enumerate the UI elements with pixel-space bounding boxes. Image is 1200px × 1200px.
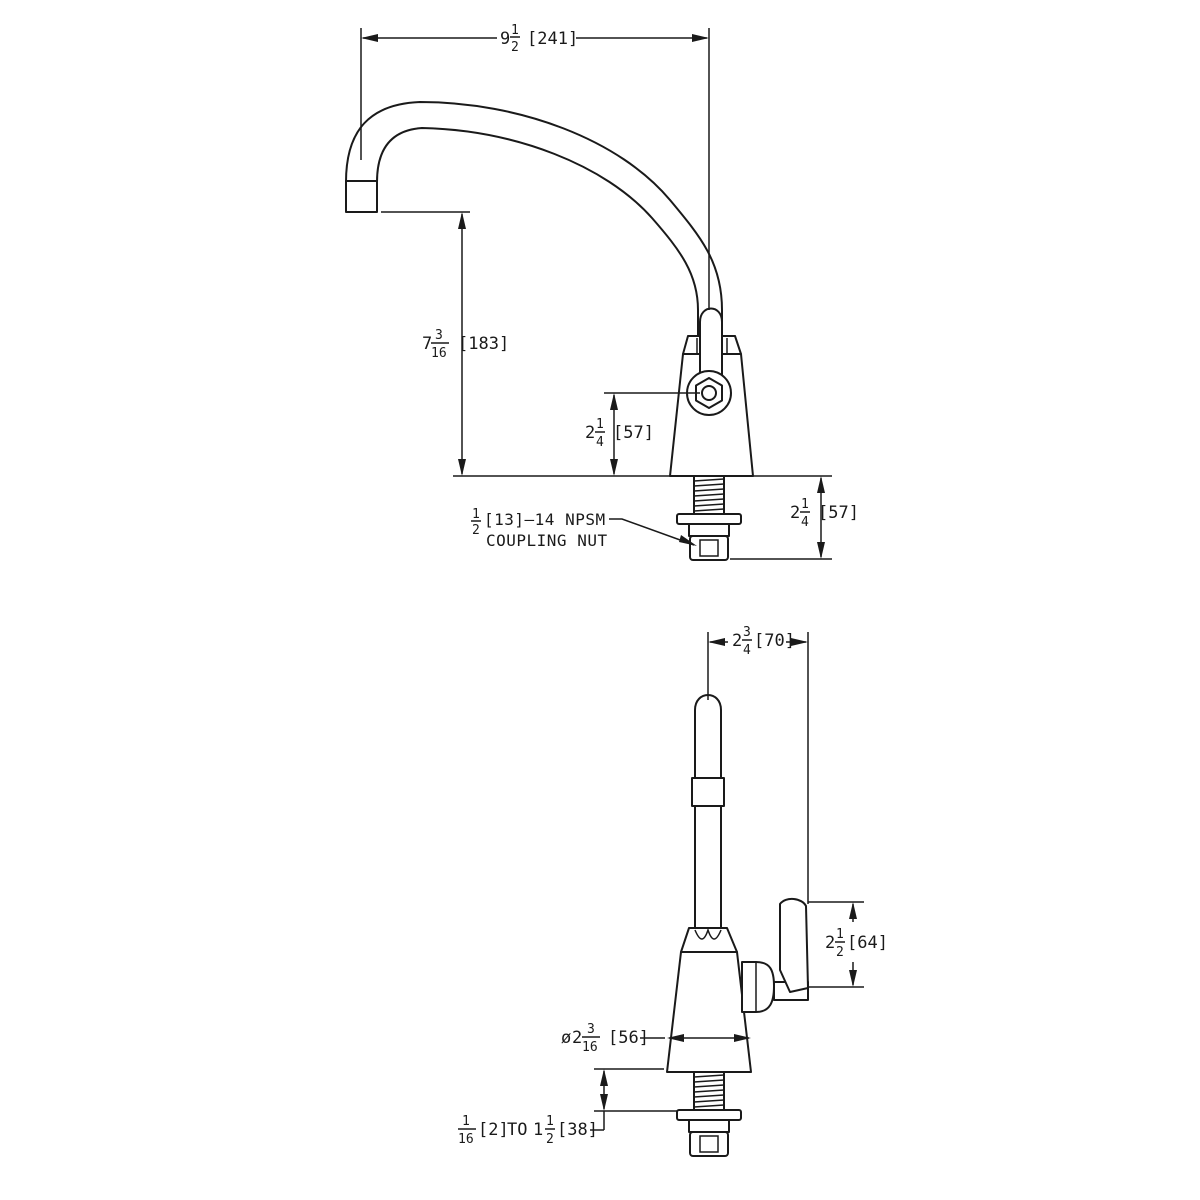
dim-base-diameter-symbol: ø: [561, 1028, 571, 1048]
dim-deck-range: 1 16 [2] TO 1 1 2 [38]: [458, 1068, 677, 1147]
aerator: [345, 180, 378, 213]
spout-tube: [345, 101, 723, 337]
riser-tube: [694, 694, 722, 929]
dim-spout-height-whole: 7: [422, 334, 432, 354]
side-lock-nut: [676, 1109, 742, 1121]
dim-handle-height-den: 4: [596, 435, 604, 450]
dim-spout-reach-metric: [241]: [527, 29, 578, 49]
dim-lever-length-num: 1: [836, 927, 844, 942]
dim-lever-length-metric: [64]: [847, 933, 888, 953]
dim-handle-offset: 2 3 4 [70]: [707, 625, 809, 904]
dim-shank-length-num: 1: [801, 497, 809, 512]
dim-handle-offset-whole: 2: [732, 631, 742, 651]
side-body: [666, 951, 752, 1073]
dim-spout-height-den: 16: [431, 346, 447, 361]
dim-spout-reach-num: 1: [511, 23, 519, 38]
dim-spout-height: 7 3 16 [183]: [381, 211, 832, 477]
front-view: 9 1 2 [241] 7 3 16 [183] 2 1: [345, 23, 859, 561]
dim-spout-reach-den: 2: [511, 40, 519, 55]
dim-base-diameter-den: 16: [582, 1040, 598, 1055]
dim-spout-reach-whole: 9: [500, 29, 510, 49]
dim-spout-reach: 9 1 2 [241]: [360, 23, 710, 310]
lever-handle-front: [699, 307, 723, 385]
dim-base-diameter-metric: [56]: [608, 1028, 649, 1048]
dim-base-diameter-num: 3: [587, 1022, 595, 1037]
dim-shank-length: 2 1 4 [57]: [730, 476, 859, 560]
tube-coupling: [691, 777, 725, 807]
dim-handle-offset-num: 3: [743, 625, 751, 640]
dim-base-diameter-whole: 2: [572, 1028, 582, 1048]
dim-handle-offset-metric: [70]: [754, 631, 795, 651]
dim-lever-length-whole: 2: [825, 933, 835, 953]
dim-deck-range-den1: 16: [458, 1132, 474, 1147]
dim-deck-range-whole2: 1: [533, 1120, 543, 1140]
dim-spout-height-num: 3: [435, 328, 443, 343]
coupling-nut-note: 1 2 [13]–14 NPSM COUPLING NUT: [471, 507, 697, 550]
dim-deck-range-num1: 1: [462, 1114, 470, 1129]
lever-blade: [779, 898, 809, 993]
dim-base-diameter: ø 2 3 16 [56]: [561, 1022, 751, 1055]
dim-lever-length-den: 2: [836, 945, 844, 960]
dim-deck-range-metric2: [38]: [557, 1120, 598, 1140]
lock-nut: [676, 513, 742, 525]
dim-handle-height: 2 1 4 [57]: [585, 392, 700, 476]
dim-lever-length: 2 1 2 [64]: [808, 901, 888, 988]
dim-spout-height-metric: [183]: [458, 334, 509, 354]
coupling-note-num: 1: [472, 507, 480, 522]
dim-handle-height-metric: [57]: [613, 423, 654, 443]
dim-handle-height-whole: 2: [585, 423, 595, 443]
coupling-note-line2: COUPLING NUT: [486, 531, 608, 550]
coupling-note-line1: [13]–14 NPSM: [484, 510, 606, 529]
dim-deck-range-to: TO: [507, 1120, 527, 1140]
dim-deck-range-den2: 2: [546, 1132, 554, 1147]
spout-tube-inner: [376, 127, 699, 337]
dim-shank-length-metric: [57]: [818, 503, 859, 523]
dim-deck-range-metric1: [2]: [478, 1120, 509, 1140]
dim-handle-height-num: 1: [596, 417, 604, 432]
side-view: 2 3 4 [70] 2 1 2 [64] ø 2: [458, 625, 888, 1157]
dim-shank-length-whole: 2: [790, 503, 800, 523]
valve-bonnet: [741, 961, 775, 1013]
dim-deck-range-num2: 1: [546, 1114, 554, 1129]
coupling-note-den: 2: [472, 523, 480, 538]
dim-shank-length-den: 4: [801, 515, 809, 530]
dim-handle-offset-den: 4: [743, 643, 751, 658]
